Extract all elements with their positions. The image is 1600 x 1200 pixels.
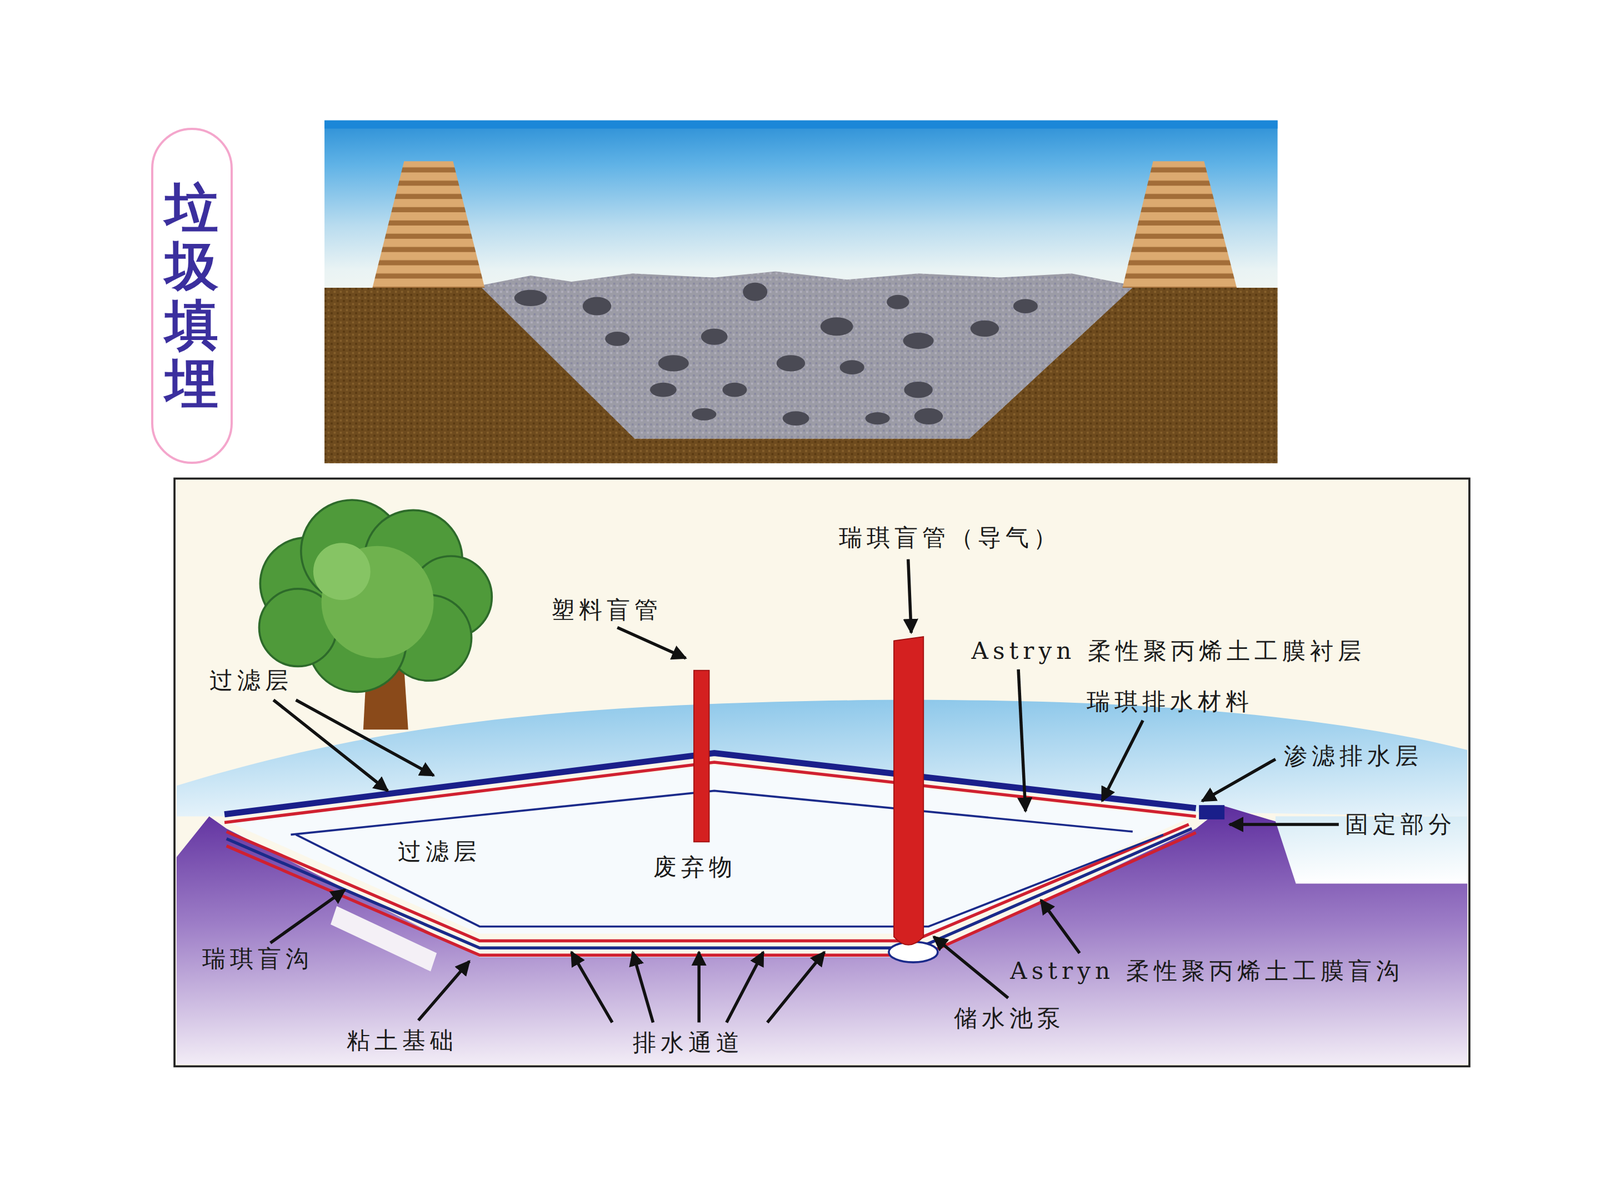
art-ellipse [903,332,934,349]
art-line [933,936,1009,998]
art-ellipse [582,296,612,315]
part-label: 排水通道 [632,1028,744,1057]
art-line [571,952,613,1023]
art-ellipse [1013,298,1038,314]
art-line [908,559,912,633]
art-ellipse [840,360,865,375]
part-label: Astryn 柔性聚丙烯土工膜盲沟 [1010,957,1404,985]
art-ellipse [701,328,728,345]
art-polyline [226,832,1197,955]
art-line [767,952,825,1023]
art-g [514,282,1038,426]
art-ellipse [903,381,933,398]
art-rect [1198,805,1225,820]
art-line [632,952,654,1023]
art-line [1229,822,1339,827]
art-line [1102,720,1143,802]
part-label: 瑞琪盲沟 [202,945,314,973]
part-label: 粘土基础 [346,1026,458,1055]
art-ellipse [970,320,999,337]
part-label: 瑞琪排水材料 [1086,687,1254,716]
art-line [1018,669,1026,812]
art-ellipse [742,282,768,302]
art-ellipse [888,941,938,963]
part-label: 废弃物 [653,853,737,882]
part-label: Astryn 柔性聚丙烯土工膜衬层 [971,637,1366,665]
art-path [176,806,1468,1065]
art-polyline [296,834,1164,927]
part-label: 塑料盲管 [551,596,663,624]
art-g [259,500,493,692]
art-rect [693,670,710,843]
art-polyline [224,762,1197,823]
art-path [479,271,1135,439]
art-ellipse [865,412,890,425]
art-rect [174,478,1470,1067]
art-path [893,636,924,945]
art-line [270,890,345,944]
art-ellipse [886,295,909,310]
art-rect [324,120,1278,129]
title-text: 垃圾填埋 [165,178,219,413]
art-polyline [226,828,1193,948]
tree [259,500,493,730]
part-label: 过滤层 [209,666,293,695]
art-ellipse [820,317,854,336]
art-line [418,961,470,1021]
art-line [1202,759,1276,802]
art-line [1040,900,1080,954]
title-box: 垃圾填埋 [151,127,233,464]
art-circle [313,542,371,600]
art-ellipse [650,382,677,398]
liner-cross-section [174,478,1470,1067]
art-polygon [1122,161,1237,288]
art-ellipse [514,290,548,307]
part-label: 过滤层 [397,837,482,866]
art-line [697,952,701,1023]
art-ellipse [605,331,630,347]
art-ellipse [782,411,810,426]
part-label: 瑞琪盲管（导气） [838,523,1062,552]
art-line [726,952,764,1023]
art-rect [324,120,1278,464]
part-label: 固定部分 [1345,810,1457,839]
art-ellipse [776,355,805,372]
art-line [617,627,686,659]
art-ellipse [914,408,943,425]
art-line [296,700,434,776]
art-ellipse [658,355,689,372]
art-line [273,700,388,791]
part-label: 储水池泵 [953,1004,1065,1033]
art-ellipse [691,408,717,421]
art-polyline [290,790,1133,835]
part-label: 渗滤排水层 [1283,742,1423,770]
pit-picture [324,120,1278,464]
art-polygon [372,161,485,288]
leader-lines [270,559,1339,1023]
art-ellipse [722,382,747,398]
